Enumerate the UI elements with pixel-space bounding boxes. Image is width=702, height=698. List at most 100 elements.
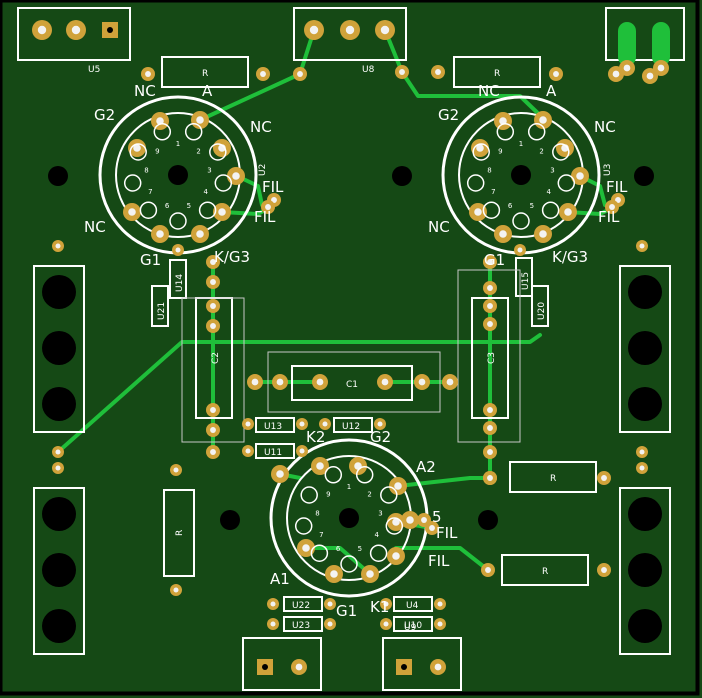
c2-courtyard xyxy=(181,297,245,443)
pad-hole-75 xyxy=(316,462,324,470)
c1-label: C1 xyxy=(346,380,358,390)
pad-hole-23 xyxy=(196,230,204,238)
bottom-connector-left xyxy=(242,637,322,691)
tube-1-pin-number-8: 9 xyxy=(498,148,502,156)
pad-hole-55 xyxy=(487,321,493,327)
u23-outline xyxy=(283,616,323,632)
tube-bottom-center-hole xyxy=(339,508,359,528)
pad-hole-81 xyxy=(366,570,374,578)
pad-hole-36 xyxy=(517,247,523,253)
pad-hole-49 xyxy=(210,407,216,413)
u4-outline xyxy=(393,596,433,612)
tube-2-pin-number-4: 5 xyxy=(358,545,362,553)
tr-kg3: K/G3 xyxy=(552,248,588,266)
tube-2-pin-ring-2 xyxy=(380,486,398,504)
tube-1-pin-ring-0 xyxy=(496,123,515,141)
u12-label: U12 xyxy=(342,422,360,432)
u9-label: U9 xyxy=(404,623,417,633)
tube-1-pin-number-2: 3 xyxy=(550,166,554,174)
pad-hole-98 xyxy=(295,663,303,671)
tube-0-pin-ring-7 xyxy=(123,174,142,192)
pad-hole-58 xyxy=(487,449,493,455)
pad-hole-87 xyxy=(601,475,607,481)
pad-hole-8 xyxy=(646,72,654,80)
pad-hole-28 xyxy=(539,116,547,124)
tr-nc1: NC xyxy=(478,82,500,100)
tb-g2: G2 xyxy=(370,428,391,446)
pad-hole-65 xyxy=(381,378,389,386)
tube-2-pin-number-0: 1 xyxy=(347,483,351,491)
tube-2-pin-ring-1 xyxy=(355,466,374,484)
tube-0-pin-ring-1 xyxy=(184,123,203,141)
pad-hole-3 xyxy=(345,25,355,35)
tube-1-pin-ring-6 xyxy=(482,201,501,219)
left-connector-1 xyxy=(33,265,85,433)
tube-1-pin-ring-4 xyxy=(541,201,560,219)
pad-hole-14 xyxy=(553,71,559,77)
tube-1-pin-ring-8 xyxy=(472,143,490,161)
tube-0-pin-number-3: 4 xyxy=(203,188,208,196)
tube-1-pin-number-4: 5 xyxy=(530,202,534,210)
u14-outline xyxy=(169,259,187,299)
pad-hole-74 xyxy=(276,470,284,478)
tube-0-pin-ring-3 xyxy=(214,174,233,192)
resistor-bl-label: R xyxy=(175,530,185,536)
u21-outline xyxy=(151,285,169,327)
pad-hole-62 xyxy=(251,378,259,386)
pad-hole-21 xyxy=(128,208,136,216)
pad-hole-54 xyxy=(487,303,493,309)
tr-fil2: FIL xyxy=(598,208,620,226)
pad-hole-33 xyxy=(474,208,482,216)
tube-0-pin-number-5: 6 xyxy=(165,202,170,210)
lc1-pin-3 xyxy=(42,387,76,421)
connector-outline xyxy=(605,7,685,61)
u3-label: U3 xyxy=(603,164,613,176)
c2-label: C2 xyxy=(211,352,221,364)
pad-hole-61 xyxy=(173,587,179,593)
u10-label: U10 xyxy=(404,621,422,631)
tb-a2: A2 xyxy=(416,458,436,476)
tube-right-center-hole xyxy=(511,165,531,185)
square-pad-holes xyxy=(107,27,407,670)
tube-1-pin-number-0: 1 xyxy=(519,140,523,148)
pad-hole-31 xyxy=(576,172,584,180)
tb-fil1: FIL xyxy=(436,524,458,542)
u10-outline xyxy=(393,616,433,632)
tr-a: A xyxy=(546,82,557,100)
u8-label: U8 xyxy=(362,65,375,75)
pad-hole-17 xyxy=(133,144,141,152)
pad-hole-16 xyxy=(196,116,204,124)
pad-hole-52 xyxy=(487,259,493,265)
br-pad-hole xyxy=(401,664,407,670)
pad-hole-83 xyxy=(302,544,310,552)
tube-0-pin-ring-8 xyxy=(129,143,147,161)
pad-hole-29 xyxy=(476,144,484,152)
u4-label: U4 xyxy=(406,601,419,611)
tb-a1: A1 xyxy=(270,570,290,588)
pad-hole-11 xyxy=(297,71,303,77)
pad-hole-92 xyxy=(270,621,276,627)
connector-pad-1 xyxy=(618,22,636,66)
u22-outline xyxy=(283,596,323,612)
pad-hole-38 xyxy=(609,204,615,210)
pad-hole-43 xyxy=(639,449,645,455)
pad-hole-86 xyxy=(487,475,493,481)
connector-top-right[interactable] xyxy=(605,7,685,66)
pad-hole-45 xyxy=(210,259,216,265)
u15-outline xyxy=(515,257,533,297)
tube-0-pin-ring-2 xyxy=(209,143,227,161)
pad-hole-24 xyxy=(175,247,181,253)
tube-0-pin-ring-4 xyxy=(198,201,217,219)
pad-hole-27 xyxy=(499,117,507,125)
rc1-pin-1 xyxy=(628,275,662,309)
tube-1-pin-ring-2 xyxy=(552,143,570,161)
tube-0-pin-number-6: 7 xyxy=(148,188,152,196)
pad-hole-9 xyxy=(145,71,151,77)
resistor-bottom-left xyxy=(163,489,195,577)
tube-1-pin-number-3: 4 xyxy=(546,188,551,196)
pad-hole-66 xyxy=(418,378,426,386)
connector-pad-2 xyxy=(652,22,670,66)
pad-hole-80 xyxy=(392,552,400,560)
rc2-pin-1 xyxy=(628,497,662,531)
